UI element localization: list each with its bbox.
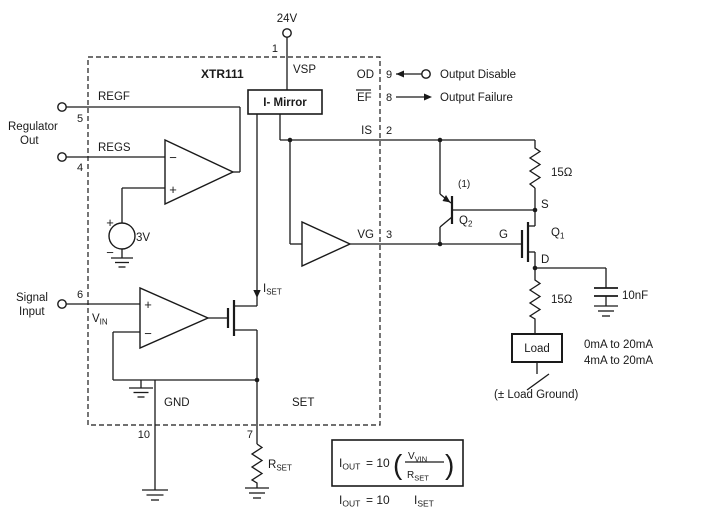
regulator-out-line2: Out [20,135,39,147]
pin-num-vg: 3 [386,229,392,241]
terminal-regf [57,102,67,112]
q1-drain-label: D [541,254,549,266]
pin-label-regf: REGF [98,91,130,103]
regulator-out-line1: Regulator [8,121,58,133]
amp1-minus-sign: − [169,150,177,165]
i-mirror-block [247,89,323,115]
vref-plus-sign: + [106,215,114,230]
pin-label-vsp: VSP [293,64,316,76]
pin-label-ef: EF [357,92,372,104]
signal-input-line2: Input [19,306,45,318]
pin-num-ef: 8 [386,92,392,104]
signal-input-line1: Signal [16,292,48,304]
cap-label: 10nF [622,290,648,302]
ground-pin10 [142,489,168,501]
load-label: Load [524,343,550,355]
output-disable-label: Output Disable [440,69,516,81]
formula-paren-close: ) [445,449,454,480]
terminal-signal [57,299,67,309]
formula2-rhs: ISET [414,493,434,509]
iset-label: ISET [263,283,282,297]
q1-gate-label: G [499,229,508,241]
amp1-plus-sign: + [169,182,177,197]
r-out-label: 15Ω [551,294,573,306]
formula2-eq: = 10 [366,493,390,507]
formula-eq: = 10 [366,456,390,470]
pin-num-set: 7 [247,429,253,441]
q1-label: Q1 [551,227,565,241]
supply-label: 24V [277,13,298,25]
pin-num-regf: 5 [77,113,83,125]
wires [66,37,607,490]
ground-internal [129,387,153,398]
resistor-sense [528,140,542,189]
labels: 24V 1 VSP XTR111 I- Mirror OD 9 Output D… [8,13,653,509]
formula-lhs: IOUT [339,456,360,472]
pin-num-is: 2 [386,125,392,137]
q1-mosfet [520,222,530,262]
pin-label-set: SET [292,397,314,409]
ef-arrow [424,93,432,101]
ground-rset [245,487,269,499]
regulator-opamp [164,138,235,206]
amp2-plus-sign: + [144,297,152,312]
pin-num-regs: 4 [77,162,83,174]
vg-buffer [301,220,352,268]
od-arrow [396,70,404,78]
i-mirror-label: I- Mirror [263,97,307,109]
pin-label-is: IS [361,125,372,137]
formula2-lhs: IOUT [339,493,360,509]
pin-num-vsp: 1 [272,43,278,55]
pin-num-vin: 6 [77,289,83,301]
resistor-out [528,252,542,334]
load-ground-label: (± Load Ground) [494,389,578,401]
formula-denominator: RSET [407,470,429,483]
vref-label: 3V [136,232,150,244]
terminal-od [421,69,431,79]
pin-num-od: 9 [386,69,392,81]
output-failure-label: Output Failure [440,92,513,104]
r-sense-label: 15Ω [551,167,573,179]
amp2-minus-sign: − [144,326,152,341]
rset-label: RSET [268,459,292,473]
range-line1: 0mA to 20mA [584,339,653,351]
q2-note: (1) [458,179,470,190]
load-box [511,333,563,363]
formula-paren-open: ( [393,449,403,480]
chip-name: XTR111 [201,67,244,81]
q1-source-label: S [541,199,549,211]
input-opamp [139,286,210,350]
internal-mosfet [226,300,236,336]
formula-numerator: VVIN [408,451,427,464]
chip-boundary [87,56,381,426]
vref-minus-sign: − [106,245,114,260]
ground-vref [111,257,133,268]
pin-label-gnd: GND [164,397,190,409]
ground-cap [594,305,618,317]
q2-label: Q2 [459,215,473,229]
components [57,28,618,501]
formula-box [331,439,464,487]
pin-label-regs: REGS [98,142,131,154]
resistor-rset [250,443,264,488]
q2-emitter-arrow [442,195,451,203]
vref-source [108,222,136,250]
iset-arrow [253,290,261,298]
pin-label-vg: VG [357,229,374,241]
pin-num-gnd: 10 [138,429,150,441]
terminal-regs [57,152,67,162]
vin-label: VIN [92,313,108,327]
terminal-supply [282,28,292,38]
range-line2: 4mA to 20mA [584,355,653,367]
pin-label-od: OD [357,69,374,81]
